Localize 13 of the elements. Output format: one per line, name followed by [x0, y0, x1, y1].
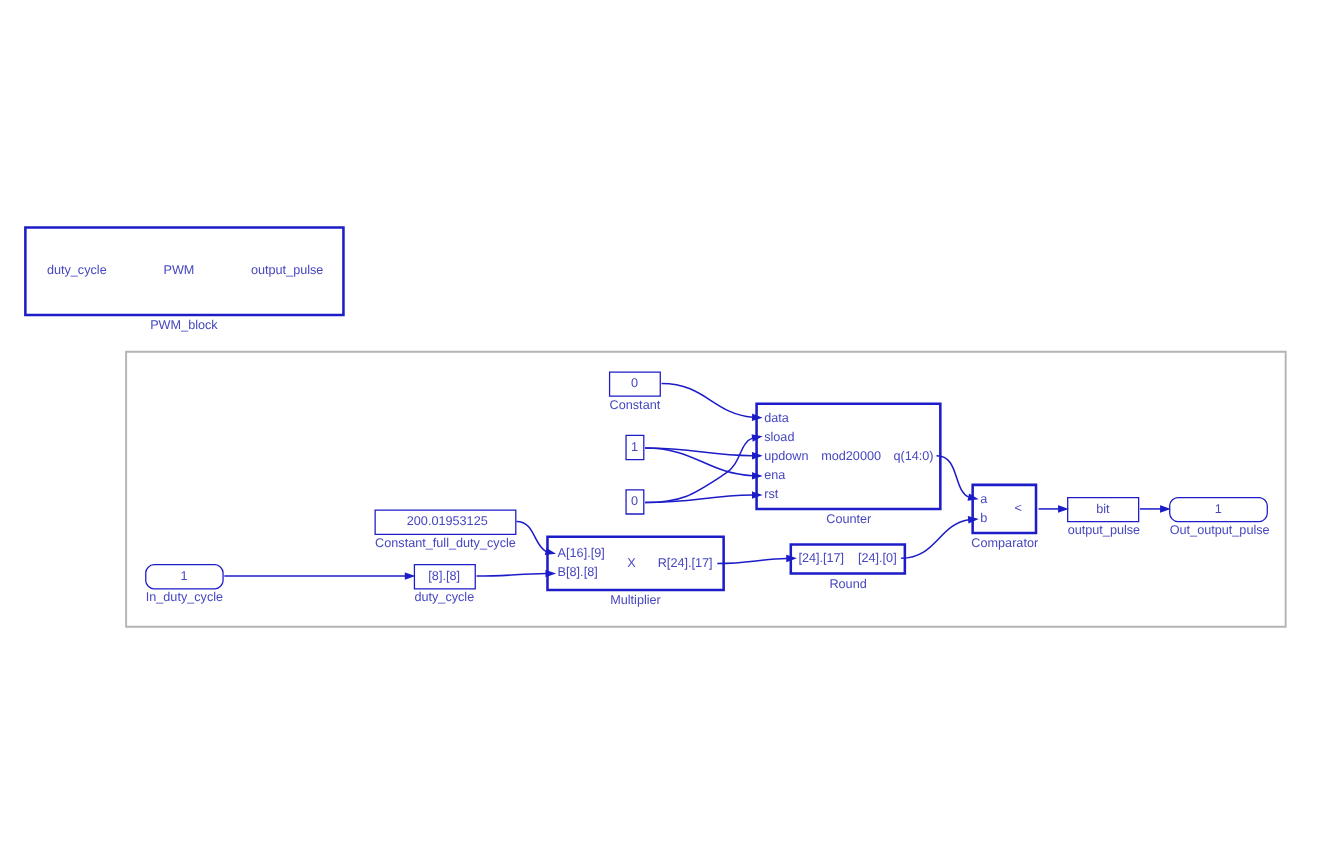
arrow — [716, 553, 797, 564]
arrow — [644, 446, 763, 479]
arrow — [1139, 504, 1171, 512]
arrow — [660, 381, 763, 421]
arrow — [900, 515, 979, 559]
arrow — [515, 519, 557, 555]
arrow — [644, 446, 763, 459]
arrow — [1037, 504, 1069, 512]
arrow — [475, 568, 557, 577]
arrow — [935, 453, 979, 500]
arrow — [223, 571, 416, 579]
arrow — [644, 433, 763, 503]
cluster — [125, 349, 1287, 627]
